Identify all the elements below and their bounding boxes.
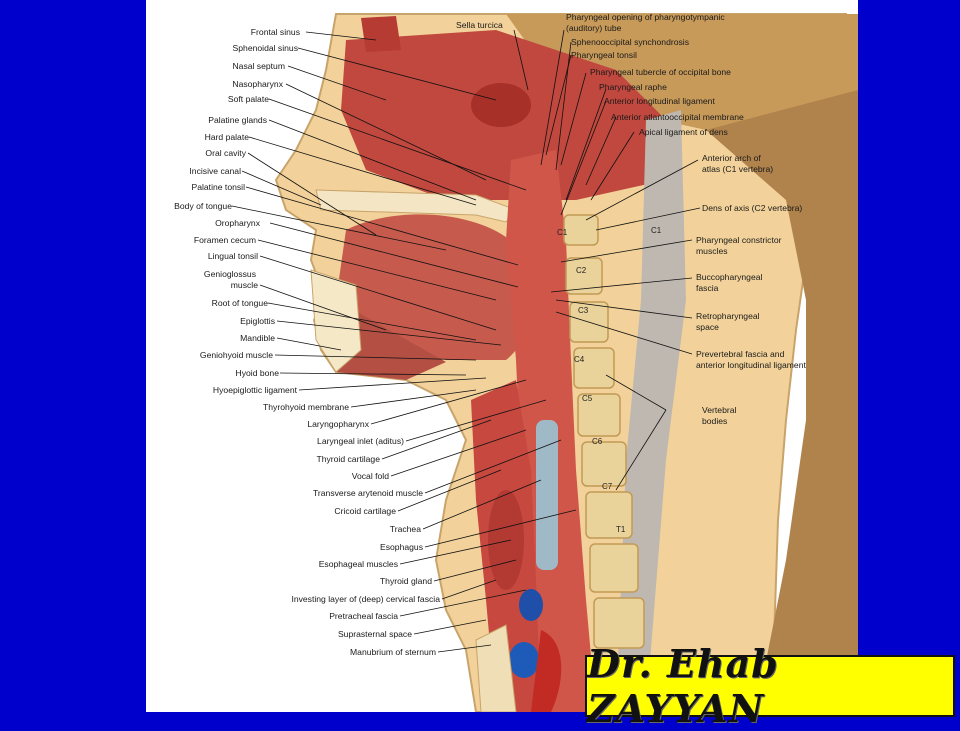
label-auditory-tube: (auditory) tube: [566, 23, 622, 33]
vertebra-c2: C2: [576, 266, 587, 275]
label-hyoid-bone: Hyoid bone: [235, 368, 279, 378]
label-palatine-glands: Palatine glands: [208, 115, 267, 125]
label-laryngopharynx: Laryngopharynx: [307, 419, 369, 429]
label-frontal-sinus: Frontal sinus: [250, 27, 300, 37]
label-oropharynx: Oropharynx: [215, 218, 260, 228]
label-pharyngeal-constrictor: Pharyngeal constrictor: [696, 235, 782, 245]
label-anterior-atlantooccipital-membrane: Anterior atlantooccipital membrane: [611, 112, 744, 122]
label-thyroid-cartilage: Thyroid cartilage: [316, 454, 380, 464]
vertebra-c1-posterior: C1: [651, 226, 662, 235]
label-anterior-longitudinal-ligament: Anterior longitudinal ligament: [604, 96, 715, 106]
vertebra-c1-anterior: C1: [557, 228, 568, 237]
label-esophageal-muscles: Esophageal muscles: [318, 559, 398, 569]
label-incisive-canal: Incisive canal: [189, 166, 241, 176]
label-pharyngeal-tubercle: Pharyngeal tubercle of occipital bone: [590, 67, 731, 77]
brachiocephalic-vein: [519, 589, 543, 621]
label-pharyngeal-tonsil: Pharyngeal tonsil: [571, 50, 637, 60]
trachea-lumen: [536, 420, 558, 570]
label-sphenoidal-sinus: Sphenoidal sinus: [232, 43, 298, 53]
label-nasopharynx: Nasopharynx: [232, 79, 283, 89]
label-palatine-tonsil: Palatine tonsil: [191, 182, 245, 192]
label-suprasternal-space: Suprasternal space: [337, 629, 412, 639]
label-genioglossus-muscle: muscle: [230, 280, 258, 290]
vertebra-c4: C4: [574, 355, 585, 364]
label-cricoid-cartilage: Cricoid cartilage: [334, 506, 396, 516]
anatomy-panel: Frontal sinus Sphenoidal sinus Nasal sep…: [146, 0, 858, 712]
label-transverse-arytenoid-muscle: Transverse arytenoid muscle: [312, 488, 423, 498]
thyroid-gland: [488, 490, 524, 590]
label-hard-palate: Hard palate: [204, 132, 249, 142]
label-vertebral-bodies: bodies: [702, 416, 728, 426]
label-genioglossus: Genioglossus: [203, 269, 256, 279]
label-retropharyngeal: Retropharyngeal: [696, 311, 760, 321]
label-thyroid-gland: Thyroid gland: [379, 576, 432, 586]
label-hyoepiglottic-ligament: Hyoepiglottic ligament: [212, 385, 297, 395]
label-esophagus: Esophagus: [379, 542, 423, 552]
label-vocal-fold: Vocal fold: [351, 471, 389, 481]
occipital-bone: [506, 14, 858, 130]
label-retropharyngeal-space: space: [696, 322, 719, 332]
label-thyrohyoid-membrane: Thyrohyoid membrane: [263, 402, 349, 412]
label-investing-layer: Investing layer of (deep) cervical fasci…: [291, 594, 440, 604]
label-laryngeal-inlet: Laryngeal inlet (aditus): [317, 436, 404, 446]
aorta: [531, 630, 562, 712]
label-anterior-arch: Anterior arch of: [702, 153, 761, 163]
author-signature-box: Dr. Ehab ZAYYAN: [585, 641, 955, 731]
label-foramen-cecum: Foramen cecum: [193, 235, 256, 245]
vertebral-bodies: [563, 214, 645, 649]
author-signature: Dr. Ehab ZAYYAN: [587, 641, 779, 731]
label-constrictor-muscles: muscles: [696, 246, 728, 256]
label-manubrium-of-sternum: Manubrium of sternum: [350, 647, 436, 657]
label-atlas-c1: atlas (C1 vertebra): [702, 164, 774, 174]
label-body-of-tongue: Body of tongue: [174, 201, 232, 211]
sphenoidal-sinus: [471, 83, 531, 127]
label-root-of-tongue: Root of tongue: [211, 298, 268, 308]
label-pharyngeal-raphe: Pharyngeal raphe: [599, 82, 667, 92]
label-apical-ligament-of-dens: Apical ligament of dens: [639, 127, 728, 137]
label-vertebral: Vertebral: [702, 405, 737, 415]
label-soft-palate: Soft palate: [227, 94, 269, 104]
label-mandible: Mandible: [240, 333, 275, 343]
frontal-sinus: [361, 16, 401, 52]
label-buccopharyngeal: Buccopharyngeal: [696, 272, 763, 282]
label-pretracheal-fascia: Pretracheal fascia: [329, 611, 398, 621]
hard-palate: [315, 189, 517, 223]
label-sphenooccipital-synchondrosis: Sphenooccipital synchondrosis: [571, 37, 689, 47]
label-geniohyoid-muscle: Geniohyoid muscle: [199, 350, 273, 360]
vertebra-c5: C5: [582, 394, 593, 403]
vertebra-c6: C6: [592, 437, 603, 446]
posterior-neck-muscles: [706, 90, 858, 712]
sagittal-head-neck-illustration: [231, 13, 858, 712]
label-dens-of-axis: Dens of axis (C2 vertebra): [702, 203, 803, 213]
leader-lines: [231, 29, 701, 653]
label-anterior-longitudinal-ligament-right: anterior longitudinal ligament: [696, 360, 806, 370]
label-oral-cavity: Oral cavity: [205, 148, 246, 158]
label-pharyngeal-opening: Pharyngeal opening of pharyngotympanic: [566, 12, 725, 22]
vertebra-c7: C7: [602, 482, 613, 491]
label-nasal-septum: Nasal septum: [232, 61, 285, 71]
left-vein: [509, 642, 539, 678]
label-lingual-tonsil: Lingual tonsil: [207, 251, 258, 261]
manubrium: [475, 624, 517, 712]
vertebra-c3: C3: [578, 306, 589, 315]
label-prevertebral-fascia: Prevertebral fascia and: [696, 349, 785, 359]
vertebra-t1: T1: [616, 525, 626, 534]
label-sella-turcica: Sella turcica: [456, 20, 503, 30]
label-epiglottis: Epiglottis: [240, 316, 275, 326]
label-buccopharyngeal-fascia: fascia: [696, 283, 719, 293]
label-trachea: Trachea: [389, 524, 421, 534]
